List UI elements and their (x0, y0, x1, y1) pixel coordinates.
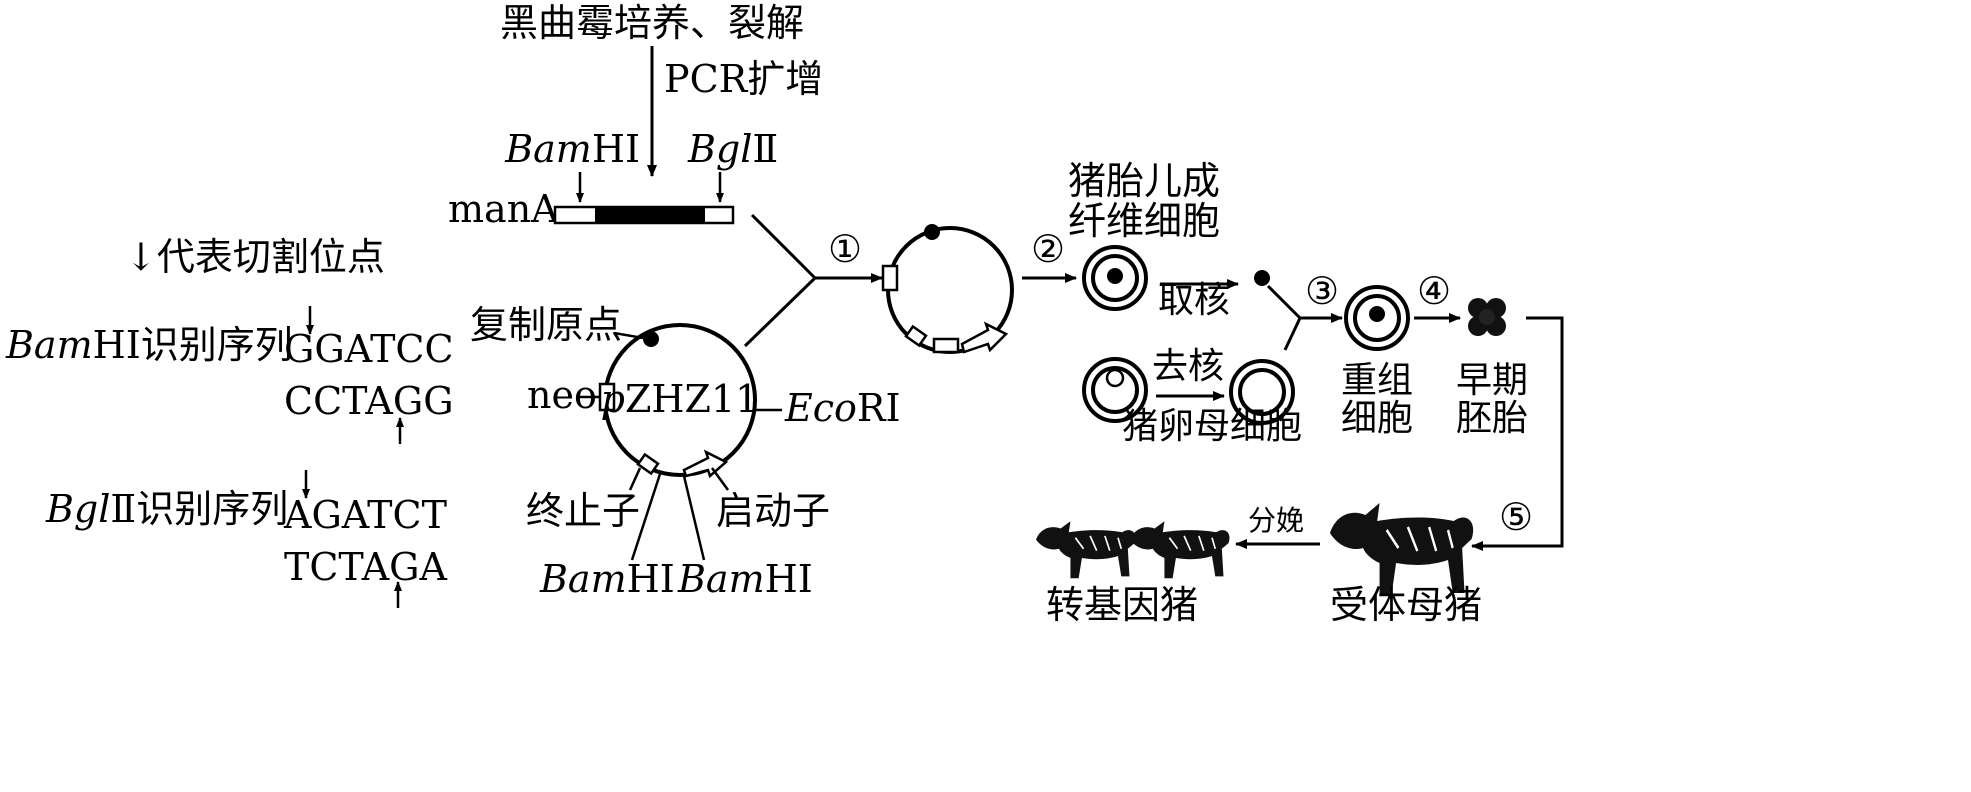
recombinant-origin-dot (924, 224, 940, 240)
bamhi-site1-label: BamHⅠ (539, 557, 675, 601)
cut-site-legend: ↓代表切割位点 (125, 235, 385, 279)
enucleated-oocyte (1229, 359, 1295, 425)
transgenic-pig-label: 转基因猪 (1046, 583, 1198, 627)
embryo-label-line2: 胚胎 (1456, 398, 1528, 439)
terminator-leader (628, 467, 642, 491)
fibroblast-label-line1: 猪胎儿成 (1068, 159, 1220, 203)
mana-label: manA (448, 187, 559, 231)
recombinant-promoter-arrow (960, 321, 1009, 354)
step5-label: ⑤ (1499, 495, 1533, 539)
early-embryo (1468, 298, 1506, 336)
recombinant-neo-box (881, 264, 899, 292)
step2-label: ② (1031, 227, 1065, 271)
origin-leader (613, 331, 644, 340)
step4-label: ④ (1417, 269, 1451, 313)
recombinant-cell-label-line2: 细胞 (1341, 398, 1413, 439)
bamhi-site1-leader (630, 473, 662, 561)
bamhi-site-label: BamHⅠ (504, 127, 640, 171)
oocyte-cell (1082, 357, 1148, 423)
origin-label: 复制原点 (470, 303, 622, 347)
recombinant-cell (1344, 285, 1410, 351)
culture-lysis-label: 黑曲霉培养、裂解 (500, 1, 804, 45)
merge-line-oocyte (1283, 317, 1302, 351)
bglii-top-sequence: AGATCT (283, 493, 447, 537)
bamhi-site2-leader (682, 475, 706, 561)
merge-line-nucleus (1266, 284, 1302, 320)
promoter-leader (710, 467, 730, 491)
promoter-arrow (682, 449, 729, 479)
step1-label: ① (828, 227, 862, 271)
bglii-bottom-sequence: TCTAGA (284, 545, 447, 589)
recipient-sow-label: 受体母猪 (1330, 583, 1482, 627)
birth-label: 分娩 (1248, 504, 1304, 537)
bglii-recognition-label: BglⅡ识别序列 (45, 487, 288, 531)
bglii-site-label: BglⅡ (687, 127, 778, 171)
step3-label: ③ (1305, 269, 1339, 313)
ecori-label: EcoRⅠ (784, 386, 901, 430)
embryo-label-line1: 早期 (1456, 360, 1528, 401)
plasmid-name: pZHZ11 (601, 377, 760, 421)
terminator-box (636, 452, 660, 476)
take-nucleus-label: 取核 (1158, 280, 1230, 321)
bamhi-top-sequence: GGATCC (284, 327, 454, 371)
step5-arrow (1471, 316, 1564, 551)
recombinant-mana-box (932, 337, 960, 354)
remove-nucleus-label: 去核 (1152, 346, 1224, 387)
terminator-label: 终止子 (526, 489, 640, 533)
donor-nucleus (1254, 270, 1270, 286)
pcr-label: PCR扩增 (664, 57, 823, 101)
join-line-gene (750, 213, 817, 280)
neo-label: neo (527, 373, 597, 417)
recombinant-cell-label-line1: 重组 (1341, 360, 1413, 401)
bamhi-site2-label: BamHⅠ (677, 557, 813, 601)
bamhi-recognition-label: BamHⅠ识别序列 (5, 323, 293, 367)
fibroblast-label-line2: 纤维细胞 (1068, 199, 1220, 243)
transgenic-pig-2-image (1129, 520, 1231, 580)
recombinant-terminator-box (904, 324, 928, 348)
bamhi-bottom-sequence: CCTAGG (284, 379, 454, 423)
fibroblast-cell (1082, 245, 1148, 311)
origin-dot (643, 331, 659, 347)
join-line-plasmid (743, 276, 817, 348)
transgenic-pig-1-image (1035, 520, 1137, 580)
promoter-label: 启动子 (716, 489, 830, 533)
mana-gene-fragment (553, 205, 735, 225)
